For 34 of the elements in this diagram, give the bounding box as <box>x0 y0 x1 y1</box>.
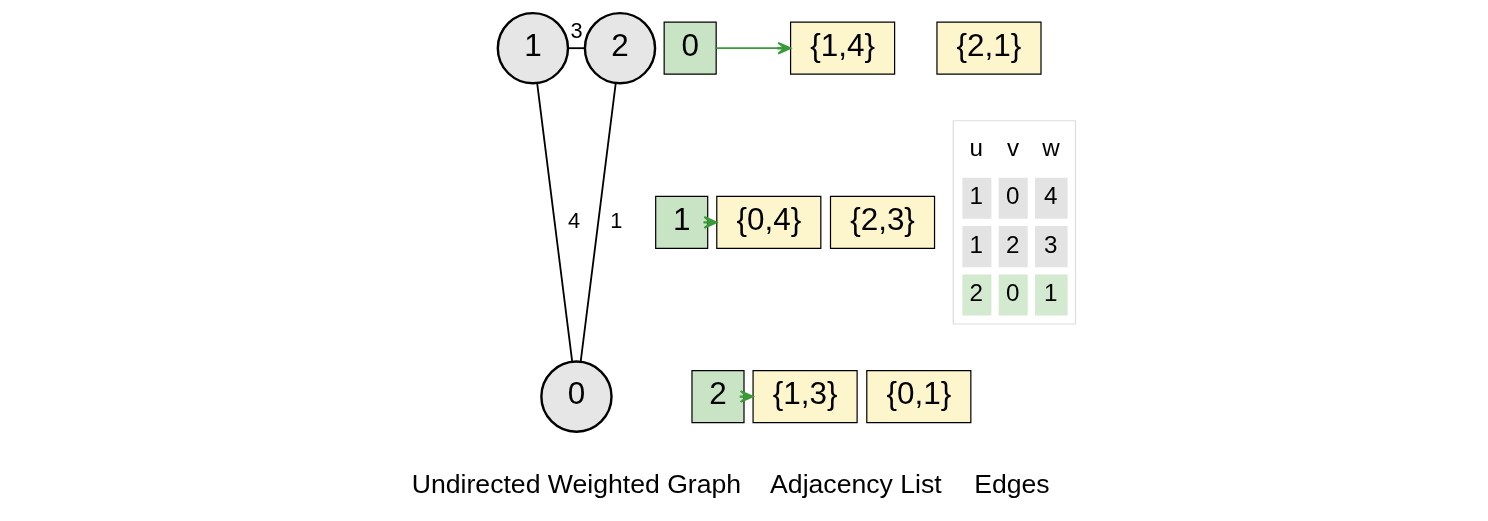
label: w <box>1042 133 1060 161</box>
label: Edges <box>974 468 1050 499</box>
node-circle: 2 <box>583 11 657 85</box>
edge-label: 1 <box>610 207 623 233</box>
arrow <box>739 390 754 403</box>
label: 2 <box>969 279 984 307</box>
node-box: {1,4} <box>789 21 896 75</box>
label: 2 <box>1005 230 1020 258</box>
node-box: {2,3} <box>829 195 936 249</box>
label: 0 <box>1005 182 1020 210</box>
label: 3 <box>1044 230 1058 258</box>
edge-label: 4 <box>567 207 581 233</box>
label: 1 <box>969 182 984 210</box>
arrow <box>703 216 718 229</box>
node-box: {0,1} <box>866 370 972 424</box>
connector <box>567 47 586 50</box>
label: v <box>1007 133 1020 161</box>
node-box: 0 <box>663 21 717 75</box>
label: 0 <box>1005 279 1020 307</box>
label: 1 <box>1044 279 1058 307</box>
label: 4 <box>1044 182 1058 210</box>
label: Undirected Weighted Graph <box>411 468 742 499</box>
node-box: {0,4} <box>716 195 822 249</box>
edge-label: 3 <box>570 17 583 43</box>
node-circle: 1 <box>496 11 570 85</box>
label: u <box>969 133 984 161</box>
connector <box>579 82 617 363</box>
label: 1 <box>969 230 984 258</box>
arrow <box>715 41 792 55</box>
node-box: {1,3} <box>752 370 858 424</box>
connector <box>536 82 574 363</box>
node-box: {2,1} <box>936 21 1042 75</box>
label: Adjacency List <box>770 468 942 499</box>
node-circle: 0 <box>540 360 613 433</box>
